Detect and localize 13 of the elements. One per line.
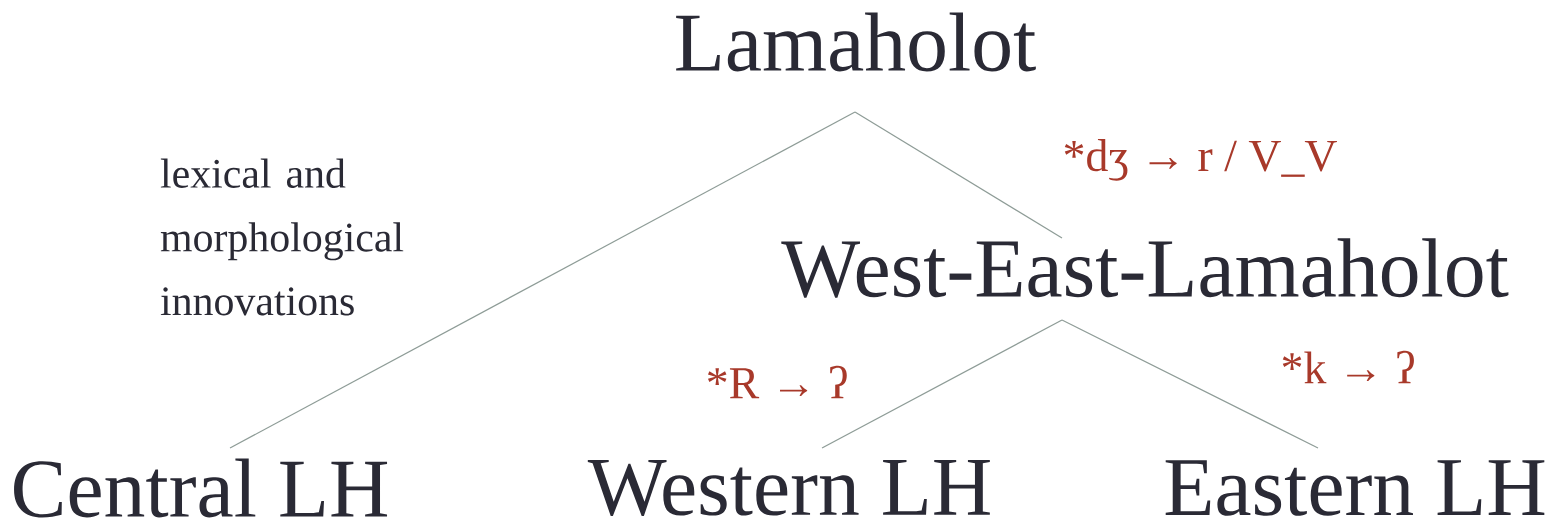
tree-branch-line [229,111,856,449]
tree-branch-line [821,319,1063,449]
sound-change-label: *dʒ → r / V_V [1064,139,1337,181]
annotation-text: lexical and morphological innovations [160,158,404,316]
tree-node-label: Eastern LH [1165,460,1545,516]
sound-change-label: *k → ʔ [1282,350,1414,384]
tree-node-label: West-East-Lamaholot [781,238,1509,298]
tree-branch-line [854,111,1063,239]
tree-node-label: Lamaholot [676,12,1036,72]
sound-change-label: *R → ʔ [708,365,847,399]
tree-branch-line [1061,319,1319,449]
tree-node-label: Western LH [587,459,990,517]
tree-node-label: Central LH [14,458,388,518]
